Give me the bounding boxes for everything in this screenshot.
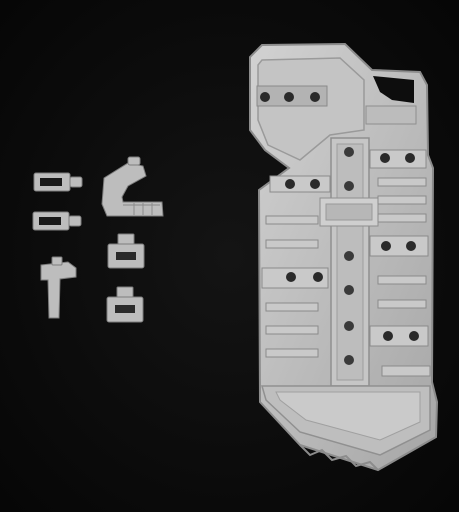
t-peg-part bbox=[40, 256, 77, 319]
block-part-2 bbox=[106, 286, 144, 323]
clip-part-1 bbox=[33, 172, 83, 192]
clip-part-2 bbox=[32, 211, 82, 231]
right-gates bbox=[369, 149, 431, 377]
sprue-runner bbox=[249, 42, 439, 472]
loose-parts bbox=[32, 156, 164, 323]
block-part-1 bbox=[107, 233, 145, 269]
left-gates bbox=[261, 175, 331, 358]
center-ladder bbox=[319, 137, 379, 387]
angled-arm-part bbox=[101, 156, 164, 217]
